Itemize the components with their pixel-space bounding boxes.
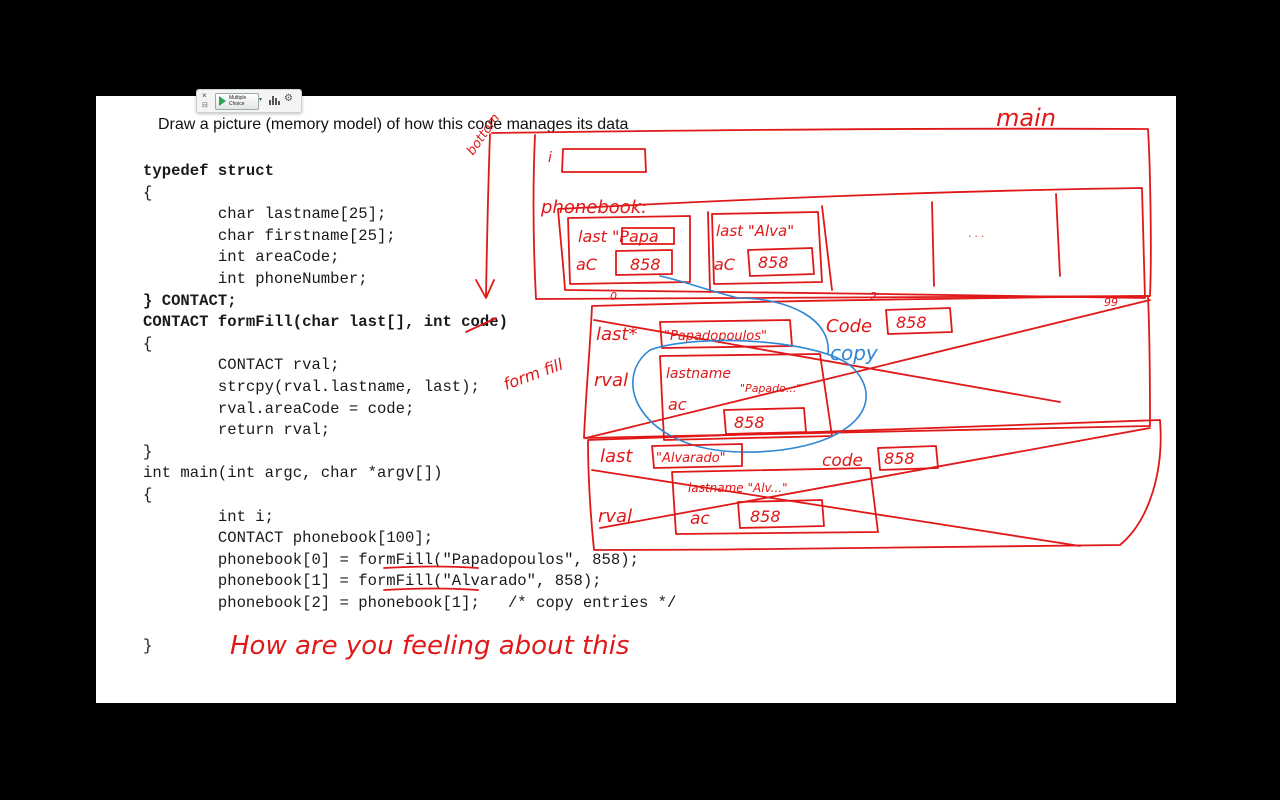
code-line	[143, 614, 676, 636]
code-listing: typedef struct { char lastname[25]; char …	[143, 161, 676, 658]
code-line: CONTACT phonebook[100];	[143, 529, 434, 548]
slide-prompt: Draw a picture (memory model) of how thi…	[158, 116, 629, 133]
code-line: {	[143, 183, 153, 202]
start-poll-button[interactable]: Multiple Choice	[215, 93, 259, 110]
gear-icon[interactable]: ⚙	[284, 93, 293, 104]
code-line: }	[143, 442, 153, 461]
code-line: char lastname[25];	[143, 205, 387, 224]
code-line: phonebook[0] = formFill("Papadopoulos", …	[143, 550, 639, 569]
code-line: }	[143, 637, 153, 656]
code-line: int areaCode;	[143, 248, 340, 267]
code-line: rval.areaCode = code;	[143, 399, 415, 418]
code-line: CONTACT rval;	[143, 356, 340, 375]
poll-type-label: Multiple Choice	[229, 95, 247, 107]
code-line: phonebook[1] = formFill("Alvarado", 858)…	[143, 572, 602, 591]
code-line: CONTACT formFill(char last[], int code)	[143, 313, 508, 332]
code-line: {	[143, 485, 153, 504]
bar-chart-icon[interactable]	[268, 95, 280, 105]
code-line: {	[143, 334, 153, 353]
poll-toolbar: × ⊟ Multiple Choice ▾ ⚙	[196, 89, 302, 113]
code-line: return rval;	[143, 421, 331, 440]
code-line: int phoneNumber;	[143, 269, 368, 288]
close-icon[interactable]: ×	[202, 91, 207, 100]
code-line: int i;	[143, 507, 275, 526]
code-line: int main(int argc, char *argv[])	[143, 464, 443, 483]
code-line: phonebook[2] = phonebook[1]; /* copy ent…	[143, 593, 677, 612]
chevron-down-icon[interactable]: ▾	[259, 97, 263, 103]
code-line: } CONTACT;	[143, 291, 237, 310]
pin-icon[interactable]: ⊟	[202, 102, 208, 109]
code-line: char firstname[25];	[143, 226, 396, 245]
code-line: typedef struct	[143, 162, 275, 180]
play-icon	[219, 96, 226, 106]
code-line: strcpy(rval.lastname, last);	[143, 377, 480, 396]
